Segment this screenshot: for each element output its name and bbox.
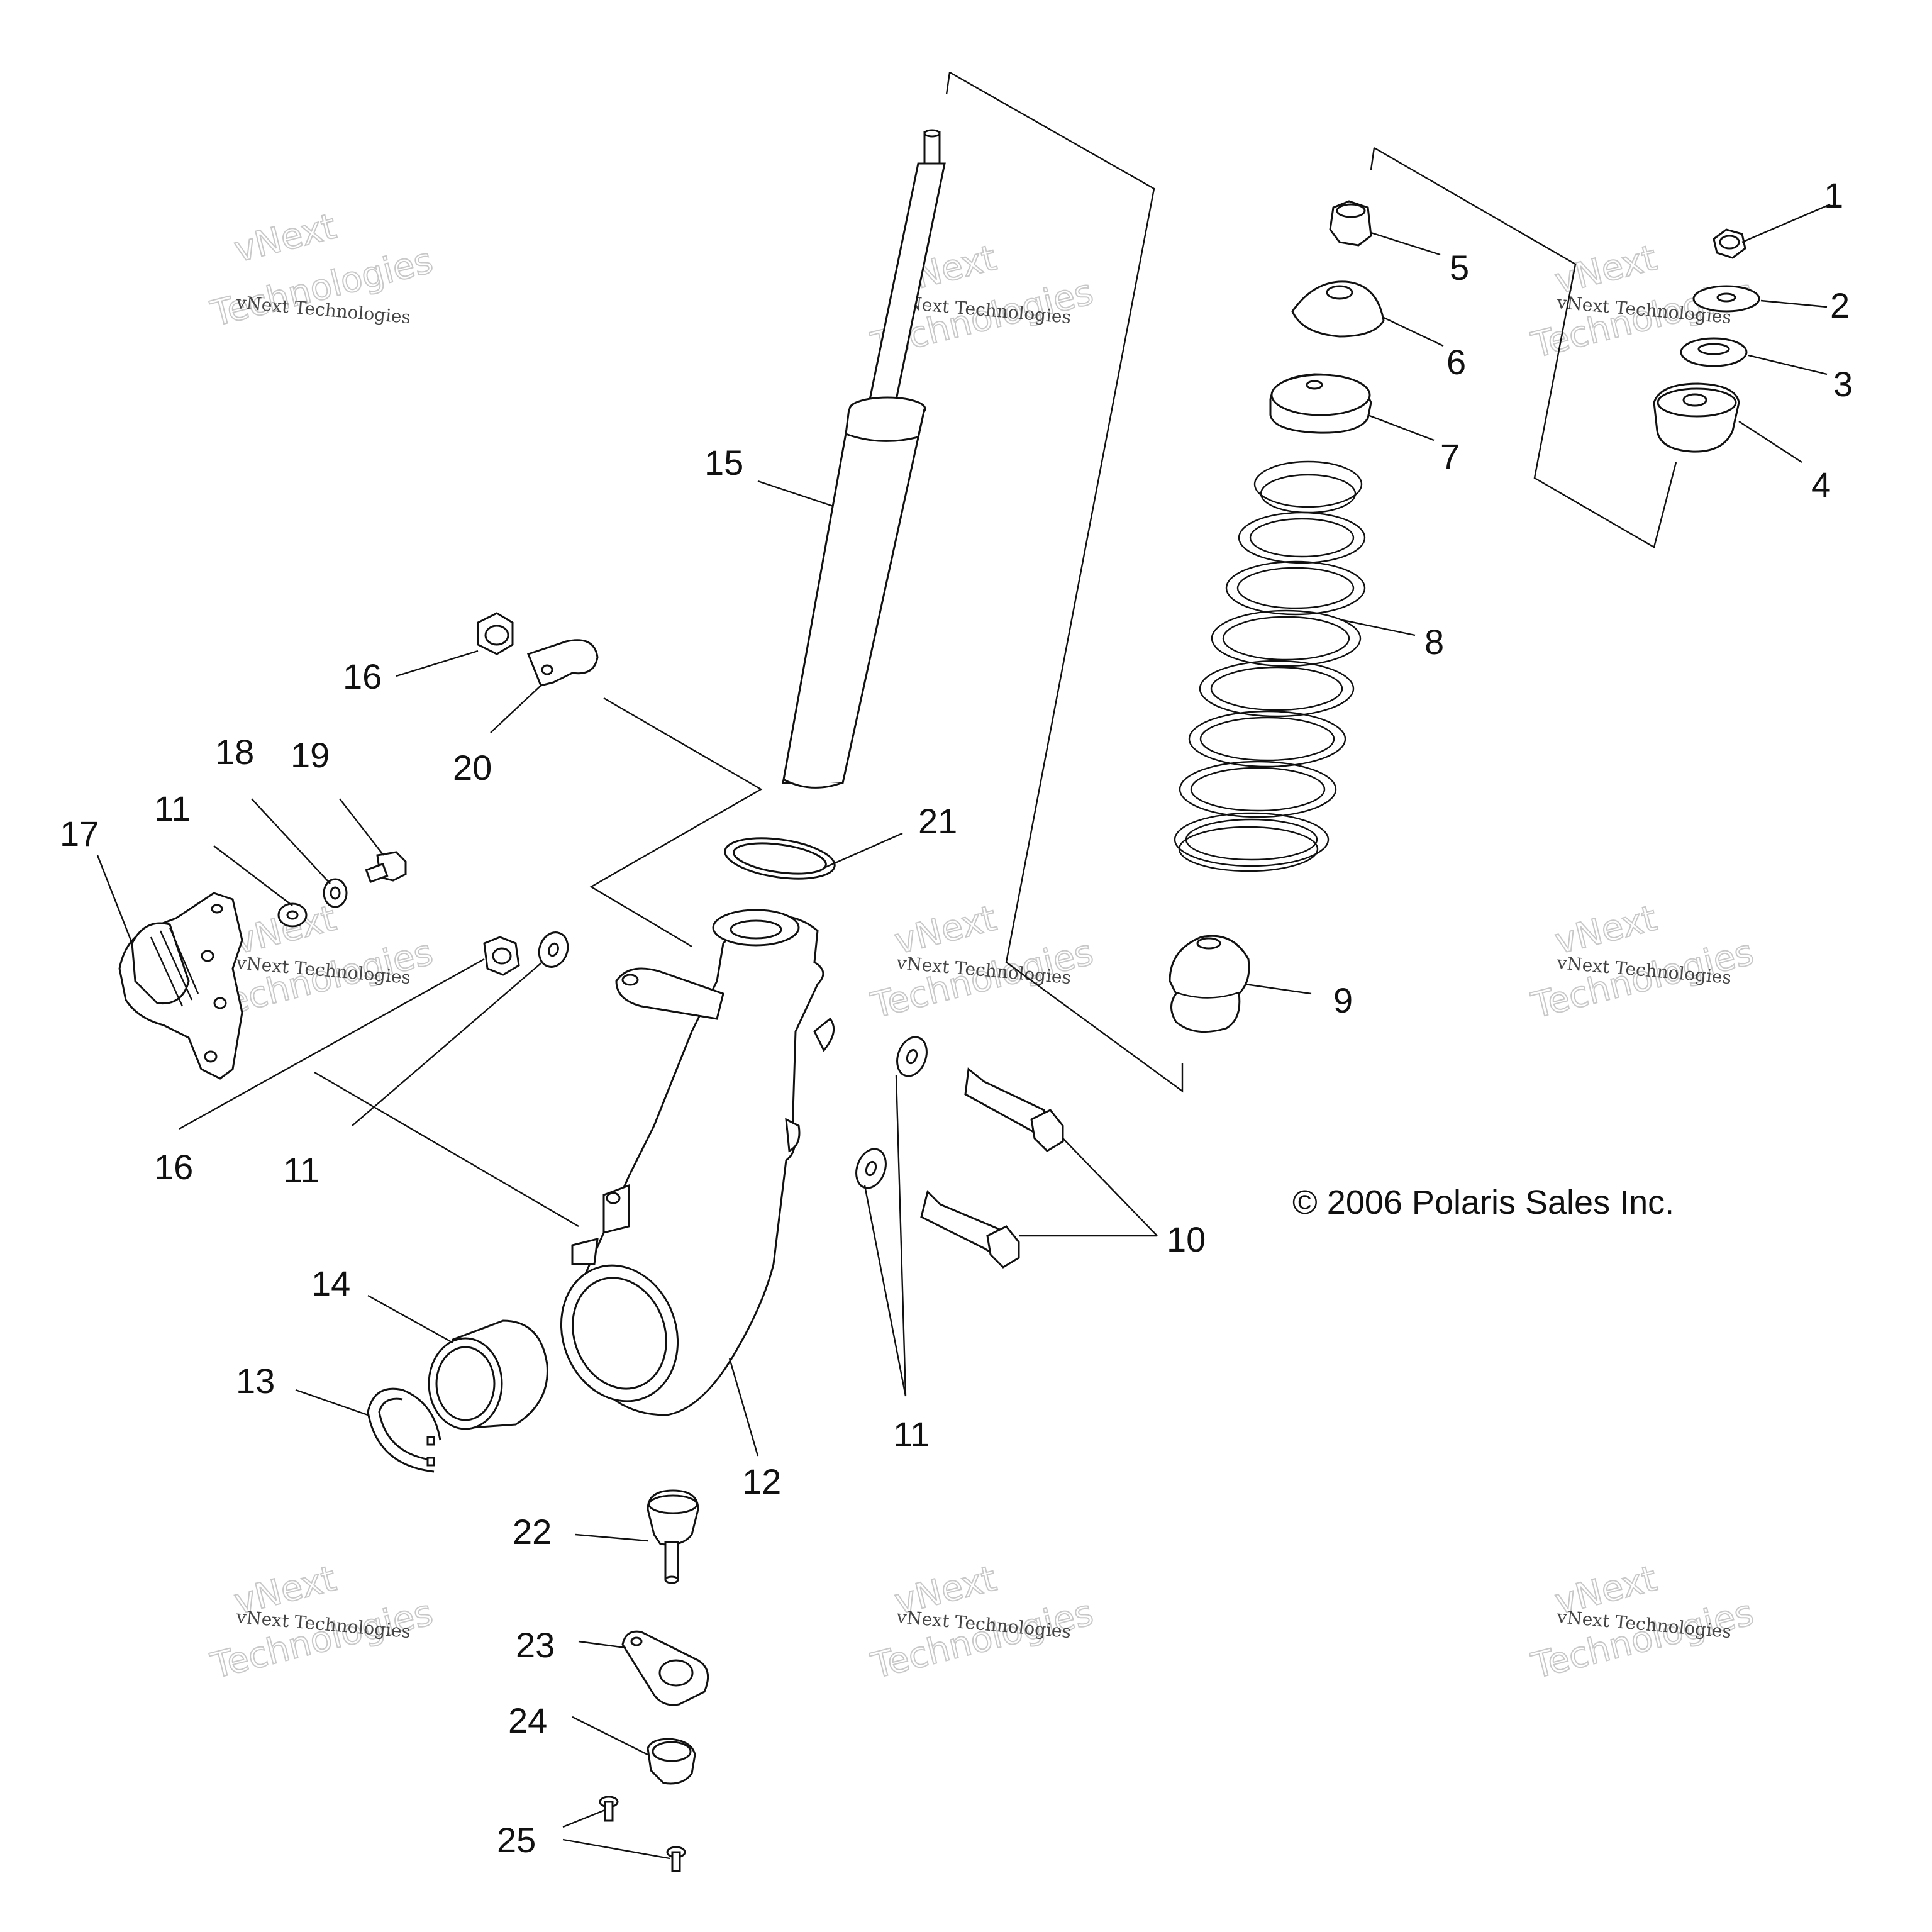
callout-12: 12 — [742, 1462, 781, 1501]
callout-14: 14 — [311, 1263, 350, 1303]
rivet-upper — [599, 1796, 619, 1822]
top-nut — [1713, 228, 1746, 259]
callout-17: 17 — [60, 814, 99, 853]
coil-spring — [1174, 460, 1366, 872]
callout-11-right: 11 — [893, 1414, 930, 1454]
bracket-strut-assembly — [945, 71, 1184, 1093]
callout-21: 21 — [918, 801, 957, 841]
dust-cap — [647, 1738, 696, 1785]
watermark-bottom-left: vNext Technologies — [206, 1558, 438, 1688]
callout-3: 3 — [1833, 364, 1853, 404]
steering-knuckle — [560, 909, 835, 1416]
callout-16-lower: 16 — [154, 1147, 193, 1187]
upper-mount-cap — [1291, 280, 1385, 338]
callout-7: 7 — [1440, 436, 1460, 476]
snap-ring — [367, 1387, 441, 1473]
wheel-bearing — [428, 1319, 548, 1430]
callout-11-caliper: 11 — [154, 789, 191, 828]
bolt-10-upper — [964, 1067, 1064, 1152]
callout-16-upper: 16 — [343, 657, 382, 696]
watermark-bottom-center: vNext Technologies — [867, 1558, 1098, 1688]
nut-lower — [483, 936, 520, 976]
rivet-lower — [666, 1846, 686, 1872]
strut-nut — [1329, 200, 1372, 247]
bump-stop — [1169, 935, 1250, 1033]
washer-18 — [323, 878, 348, 908]
callout-6: 6 — [1446, 342, 1466, 382]
callout-23: 23 — [516, 1625, 555, 1665]
callout-18: 18 — [215, 732, 254, 772]
o-ring-seal — [724, 837, 836, 880]
callout-15: 15 — [704, 443, 743, 482]
nut-upper — [477, 612, 514, 655]
callout-9: 9 — [1333, 980, 1353, 1020]
bolt-19 — [365, 851, 407, 884]
brake-caliper — [118, 892, 243, 1080]
callout-2: 2 — [1830, 286, 1850, 325]
bracket-knuckle-lines — [314, 697, 763, 1228]
callout-24: 24 — [508, 1701, 547, 1740]
callout-22: 22 — [513, 1512, 552, 1552]
callout-5: 5 — [1450, 248, 1469, 287]
leader-lines — [96, 203, 1831, 1860]
ball-joint-retainer — [621, 1630, 709, 1706]
ball-joint — [647, 1489, 699, 1584]
bracket-top-mount — [1370, 147, 1677, 548]
washer-11-right-upper — [896, 1036, 928, 1077]
callout-11-knuckle: 11 — [283, 1150, 319, 1190]
top-bushing — [1653, 382, 1740, 453]
callout-labels: 1 2 3 4 5 6 7 8 9 10 11 11 11 12 13 14 1… — [60, 175, 1853, 1860]
callout-1: 1 — [1824, 175, 1843, 215]
washer-11-caliper — [277, 902, 308, 928]
bolt-10-lower — [920, 1190, 1020, 1269]
washer-11-right-lower — [855, 1148, 887, 1189]
callout-19: 19 — [291, 735, 330, 775]
watermark-mid-center: vNext Technologies — [867, 897, 1098, 1028]
spring-seat — [1269, 373, 1372, 434]
watermark-brand: vNext — [230, 206, 340, 271]
callout-25: 25 — [497, 1820, 536, 1860]
washer-11-knuckle — [538, 931, 569, 968]
top-washer-3 — [1680, 337, 1748, 367]
top-washer-2 — [1692, 285, 1760, 313]
callout-10: 10 — [1167, 1219, 1206, 1259]
strut-shock-absorber — [782, 129, 946, 789]
watermark-bottom-right: vNext Technologies — [1527, 1558, 1758, 1688]
watermark-mid-right: vNext Technologies — [1527, 897, 1758, 1028]
callout-4: 4 — [1811, 465, 1831, 504]
callout-13: 13 — [236, 1361, 275, 1401]
copyright-text: © 2006 Polaris Sales Inc. — [1292, 1184, 1674, 1221]
callout-20: 20 — [453, 748, 492, 787]
brake-line-clip — [527, 639, 599, 687]
callout-8: 8 — [1424, 622, 1444, 662]
